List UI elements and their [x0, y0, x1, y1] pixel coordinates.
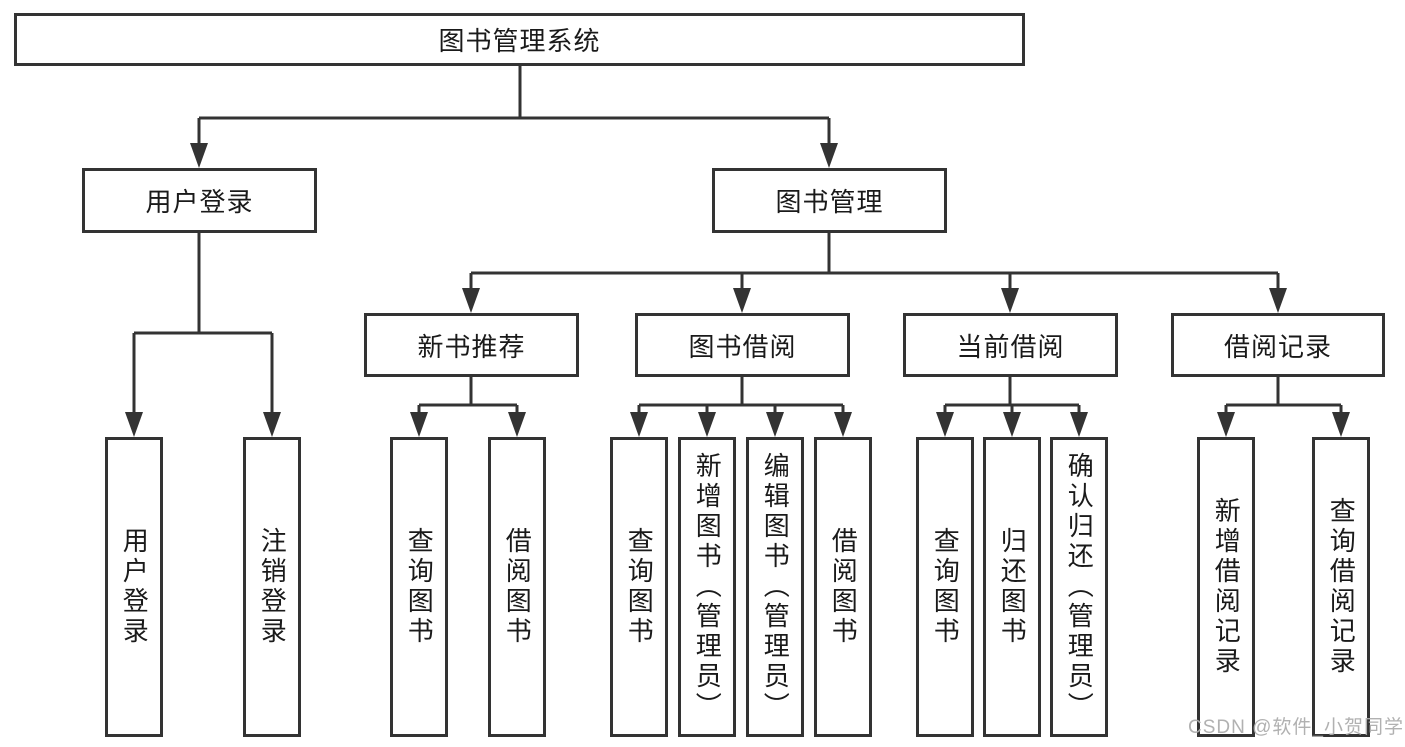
leaf-current-return-book-label: 归还图书: [997, 527, 1028, 647]
watermark: CSDN @软件_小贺同学: [1188, 717, 1404, 738]
leaf-record-add-label: 新增借阅记录: [1211, 497, 1242, 677]
leaf-borrow-borrow-book: 借阅图书: [814, 437, 872, 737]
leaf-current-query-book: 查询图书: [916, 437, 974, 737]
leaf-newbook-borrow-book-label: 借阅图书: [502, 527, 533, 647]
arrow-down-icon: [820, 143, 838, 168]
leaf-current-query-book-label: 查询图书: [930, 527, 961, 647]
leaf-logout: 注销登录: [243, 437, 301, 737]
leaf-borrow-query-book: 查询图书: [610, 437, 668, 737]
leaf-record-add: 新增借阅记录: [1197, 437, 1255, 737]
arrow-down-icon: [630, 412, 648, 437]
arrow-down-icon: [766, 412, 784, 437]
arrow-down-icon: [834, 412, 852, 437]
node-current-borrow: 当前借阅: [903, 313, 1118, 377]
leaf-borrow-add-book-label: 新增图书（管理员）: [692, 452, 723, 722]
leaf-user-login-label: 用户登录: [119, 527, 150, 647]
leaf-borrow-edit-book-label: 编辑图书（管理员）: [760, 452, 791, 722]
node-book-borrow-label: 图书借阅: [688, 331, 797, 362]
leaf-current-confirm-return-label: 确认归还（管理员）: [1064, 452, 1095, 722]
node-borrow-record-label: 借阅记录: [1223, 331, 1332, 362]
leaf-borrow-add-book: 新增图书（管理员）: [678, 437, 736, 737]
arrow-down-icon: [125, 412, 143, 437]
arrow-down-icon: [263, 412, 281, 437]
leaf-record-query-label: 查询借阅记录: [1326, 497, 1357, 677]
arrow-down-icon: [1217, 412, 1235, 437]
arrow-down-icon: [508, 412, 526, 437]
node-book-borrow: 图书借阅: [635, 313, 850, 377]
arrow-down-icon: [1003, 412, 1021, 437]
leaf-borrow-query-book-label: 查询图书: [624, 527, 655, 647]
leaf-current-confirm-return: 确认归还（管理员）: [1050, 437, 1108, 737]
node-user-login: 用户登录: [82, 168, 317, 233]
node-current-borrow-label: 当前借阅: [956, 331, 1065, 362]
node-user-login-label: 用户登录: [145, 187, 254, 217]
leaf-current-return-book: 归还图书: [983, 437, 1041, 737]
leaf-newbook-query-book-label: 查询图书: [404, 527, 435, 647]
node-borrow-record: 借阅记录: [1171, 313, 1385, 377]
node-new-book-recommend: 新书推荐: [364, 313, 579, 377]
leaf-borrow-edit-book: 编辑图书（管理员）: [746, 437, 804, 737]
node-book-management: 图书管理: [712, 168, 947, 233]
node-book-management-label: 图书管理: [775, 187, 884, 217]
arrow-down-icon: [1070, 412, 1088, 437]
arrow-down-icon: [1332, 412, 1350, 437]
node-root-label: 图书管理系统: [438, 26, 601, 56]
arrow-down-icon: [190, 143, 208, 168]
leaf-newbook-borrow-book: 借阅图书: [488, 437, 546, 737]
arrow-down-icon: [698, 412, 716, 437]
arrow-down-icon: [410, 412, 428, 437]
leaf-user-login: 用户登录: [105, 437, 163, 737]
arrow-down-icon: [733, 288, 751, 313]
arrow-down-icon: [1269, 288, 1287, 313]
arrow-down-icon: [462, 288, 480, 313]
leaf-logout-label: 注销登录: [257, 527, 288, 647]
arrow-down-icon: [936, 412, 954, 437]
leaf-newbook-query-book: 查询图书: [390, 437, 448, 737]
connector-path: [132, 65, 1343, 413]
arrow-down-icon: [1001, 288, 1019, 313]
leaf-borrow-borrow-book-label: 借阅图书: [828, 527, 859, 647]
leaf-record-query: 查询借阅记录: [1312, 437, 1370, 737]
node-root: 图书管理系统: [14, 13, 1025, 66]
node-new-book-recommend-label: 新书推荐: [417, 331, 526, 362]
